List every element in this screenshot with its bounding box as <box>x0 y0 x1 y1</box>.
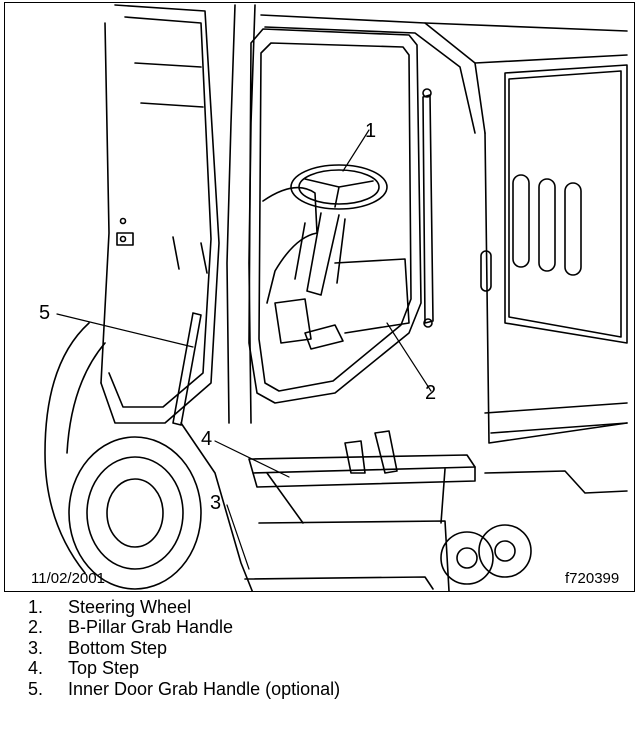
figure-frame: 1 2 3 4 5 11/02/2001 f720399 <box>4 2 635 592</box>
legend-number: 5. <box>28 678 44 699</box>
figure-id: f720399 <box>565 570 620 587</box>
leader-line-2 <box>386 322 432 392</box>
legend-label: B-Pillar Grab Handle <box>68 617 234 638</box>
callout-3: 3 <box>210 492 222 514</box>
legend-item: 4. Top Step <box>28 658 340 678</box>
callout-2: 2 <box>425 382 437 404</box>
steering-wheel <box>290 164 388 210</box>
callout-5: 5 <box>39 302 51 324</box>
legend-item: 2. B-Pillar Grab Handle <box>28 617 340 637</box>
legend-label: Steering Wheel <box>68 597 192 617</box>
legend-item: 1. Steering Wheel <box>28 597 340 617</box>
legend-number: 3. <box>28 637 44 658</box>
legend-number: 4. <box>28 658 44 679</box>
front-wheel <box>68 436 202 590</box>
leader-line-1 <box>342 129 370 172</box>
callout-4: 4 <box>201 428 213 450</box>
date-stamp: 11/02/2001 <box>31 570 105 587</box>
truck-cab-illustration <box>44 4 628 591</box>
legend-label: Inner Door Grab Handle (optional) <box>68 678 341 699</box>
legend-number: 2. <box>28 617 44 638</box>
leader-line-5 <box>56 313 194 348</box>
rear-wheel <box>478 524 532 578</box>
legend-label: Top Step <box>68 658 140 679</box>
leader-line-4 <box>214 440 290 478</box>
bottom-step <box>244 576 434 590</box>
leader-line-3 <box>226 504 250 570</box>
legend-item: 5. Inner Door Grab Handle (optional) <box>28 679 340 699</box>
b-pillar-grab-handle <box>422 94 434 324</box>
legend-number: 1. <box>28 597 44 617</box>
rear-wheel <box>440 531 494 585</box>
legend-list: 1.Steering Wheel 2.B-Pillar Grab Handle … <box>28 597 340 699</box>
callout-1: 1 <box>365 120 377 142</box>
top-step <box>248 454 476 474</box>
legend-item: 3. Bottom Step <box>28 638 340 658</box>
inner-door-grab-handle <box>172 312 202 426</box>
legend-label: Bottom Step <box>68 637 168 658</box>
